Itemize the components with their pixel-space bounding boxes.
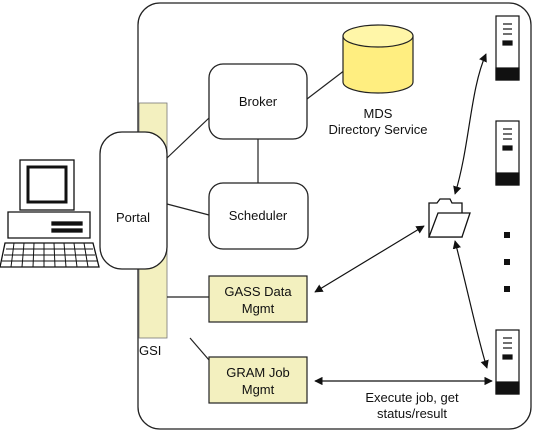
mds-label-line2: Directory Service: [329, 122, 428, 137]
folder-server-bottom-arrow: [452, 240, 489, 369]
gass-label-line1: GASS Data: [224, 284, 292, 299]
portal-label: Portal: [116, 210, 150, 225]
database-cylinder-icon: [342, 24, 414, 94]
server-tower-icon: [495, 329, 520, 395]
broker-label: Broker: [239, 94, 278, 109]
mds-label-line1: MDS: [364, 106, 393, 121]
gass-box: [208, 275, 308, 323]
server-tower-icon: [495, 15, 520, 81]
open-folder-icon: [428, 198, 471, 238]
desktop-computer-icon: [0, 159, 100, 268]
scheduler-box: [208, 182, 309, 250]
gram-box: [208, 356, 308, 404]
execute-label-line2: status/result: [377, 406, 447, 421]
portal-broker-line: [166, 117, 210, 159]
folder-gass-arrow: [314, 225, 425, 293]
gsi-label: GSI: [139, 343, 161, 358]
server-tower-icon: [495, 120, 520, 186]
broker-mds-line: [306, 69, 346, 100]
grid-boundary: [137, 2, 532, 430]
scheduler-label: Scheduler: [229, 208, 288, 223]
gram-label-line2: Mgmt: [242, 382, 275, 397]
folder-server-top-arrow: [453, 53, 487, 195]
gsi-gram-line: [189, 337, 210, 361]
execute-label-line1: Execute job, get: [365, 390, 459, 405]
gram-label-line1: GRAM Job: [226, 365, 290, 380]
broker-box: [208, 63, 308, 140]
connectors: [166, 69, 346, 361]
portal-scheduler-line: [166, 203, 210, 216]
more-servers-dots: [504, 232, 510, 292]
arrows: [314, 53, 493, 386]
portal-box: [99, 131, 168, 270]
gass-label-line2: Mgmt: [242, 301, 275, 316]
